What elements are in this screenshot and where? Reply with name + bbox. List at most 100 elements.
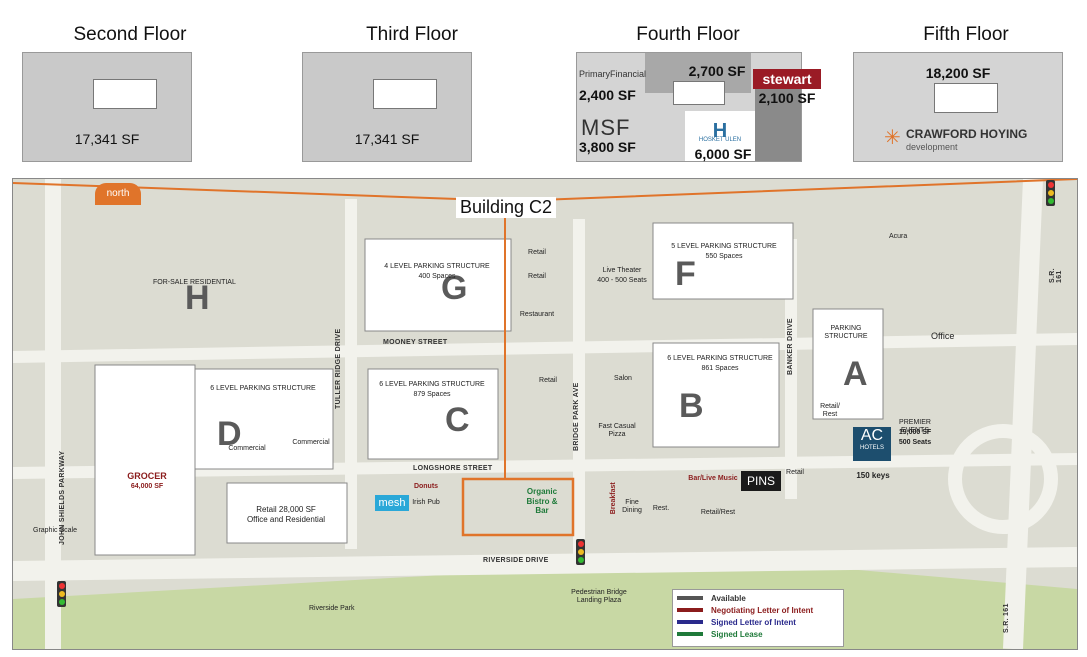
block-h[interactable]: H bbox=[185, 279, 210, 317]
commercial-label-1: Commercial bbox=[228, 445, 266, 452]
events-seats-label: 500 Seats bbox=[898, 439, 932, 446]
legend-label: Signed Letter of Intent bbox=[711, 617, 796, 627]
block-f[interactable]: F bbox=[675, 255, 696, 293]
block-a[interactable]: A bbox=[843, 355, 868, 393]
mooney-road bbox=[13, 333, 1077, 363]
legend-label: Negotiating Letter of Intent bbox=[711, 605, 814, 615]
legend-item-available: Available bbox=[677, 592, 843, 604]
floor-title-third: Third Floor bbox=[366, 24, 458, 45]
street-mooney: MOONEY STREET bbox=[383, 339, 448, 346]
organic-bistro-label: Organic Bistro & Bar bbox=[526, 487, 558, 516]
floor-plan-third[interactable]: 17,341 SF bbox=[302, 52, 472, 162]
tenant-area-hosket bbox=[685, 111, 755, 161]
street-bridge-park: BRIDGE PARK AVE bbox=[573, 382, 580, 451]
tenant-sf-primary: 2,400 SF bbox=[579, 87, 636, 103]
floor-plan-fourth[interactable]: PrimaryFinancial 2,400 SF 2,700 SF stewa… bbox=[576, 52, 821, 162]
crawford-hoying-icon: ✳ bbox=[884, 127, 901, 149]
retail-label-1: Retail bbox=[528, 249, 546, 256]
premier-events-label: PREMIER EVENTS bbox=[899, 419, 931, 435]
building-c2-title: Building C2 bbox=[456, 197, 557, 218]
keys-label: 150 keys bbox=[856, 471, 890, 480]
site-map[interactable]: north Building C2 H G F D C B A MOONEY S… bbox=[12, 178, 1078, 650]
c-parking-label: 6 LEVEL PARKING STRUCTURE bbox=[379, 381, 485, 388]
commercial-label-2: Commercial bbox=[292, 439, 330, 446]
block-g[interactable]: G bbox=[441, 269, 468, 307]
grocer-sf-label: 64,000 SF bbox=[130, 483, 164, 490]
hosket-icon: H bbox=[712, 120, 728, 142]
block-c-parking bbox=[367, 368, 499, 460]
legend-swatch bbox=[677, 632, 703, 636]
fine-dining-label: Fine Dining bbox=[622, 499, 642, 515]
graphic-scale-label: Graphic Scale bbox=[33, 527, 77, 534]
ac-hotels-logo: AC HOTELS bbox=[853, 427, 891, 461]
pedestrian-bridge-label: Pedestrian Bridge Landing Plaza bbox=[571, 589, 627, 605]
restaurant-label: Restaurant bbox=[519, 311, 555, 318]
tenant-sf-stewart: 2,100 SF bbox=[758, 90, 816, 106]
msf-logo: MSF bbox=[581, 115, 631, 140]
retail-rest-label: Retail/ Rest bbox=[820, 403, 840, 419]
traffic-light-icon bbox=[576, 539, 585, 565]
ac-hotels-name: AC bbox=[860, 427, 884, 444]
floor-title-fifth: Fifth Floor bbox=[923, 24, 1009, 45]
live-theater-label: Live Theater bbox=[602, 267, 642, 274]
theater-seats-label: 400 - 500 Seats bbox=[597, 277, 647, 284]
block-d[interactable]: D bbox=[217, 415, 242, 453]
hosket-logo: HOSKET ULEN bbox=[698, 137, 742, 143]
building-c2-outline bbox=[461, 477, 575, 537]
f-parking-label: 5 LEVEL PARKING STRUCTURE bbox=[671, 243, 777, 250]
grocer-label: GROCER bbox=[127, 471, 167, 481]
salon-label: Salon bbox=[614, 375, 632, 382]
legend-swatch bbox=[677, 620, 703, 624]
c-spaces-label: 879 Spaces bbox=[413, 391, 451, 398]
core-outline bbox=[373, 79, 437, 109]
floor-plan-second[interactable]: 17,341 SF bbox=[22, 52, 192, 162]
pins-logo: PINS bbox=[741, 471, 781, 491]
traffic-light-icon bbox=[57, 581, 66, 607]
office-residential-label: Office and Residential bbox=[246, 515, 326, 524]
retail-rest-label-2: Retail/Rest bbox=[700, 509, 736, 516]
for-sale-residential-label: FOR-SALE RESIDENTIAL bbox=[153, 279, 236, 286]
crawford-hoying-logo: CRAWFORD HOYING bbox=[906, 127, 1028, 141]
block-g-parking bbox=[364, 238, 512, 332]
core-outline bbox=[93, 79, 157, 109]
traffic-light-icon bbox=[1046, 180, 1055, 206]
tenant-sf-hosket: 6,000 SF bbox=[694, 146, 752, 162]
legend-item-signed-loi: Signed Letter of Intent bbox=[677, 616, 843, 628]
block-c[interactable]: C bbox=[445, 401, 470, 439]
ac-hotels-sub: HOTELS bbox=[859, 445, 884, 451]
floor-sf: 17,341 SF bbox=[74, 131, 140, 147]
donuts-label: Donuts bbox=[413, 483, 439, 490]
primary-financial-logo: PrimaryFinancial bbox=[579, 69, 647, 79]
g-spaces-label: 400 Spaces bbox=[418, 273, 456, 280]
legend-label: Available bbox=[711, 593, 746, 603]
block-b[interactable]: B bbox=[679, 387, 704, 425]
street-tuller: TULLER RIDGE DRIVE bbox=[335, 328, 342, 409]
retail-office-label: Retail 28,000 SF bbox=[256, 505, 316, 514]
stewart-logo: stewart bbox=[753, 69, 821, 89]
rest-label: Rest. bbox=[652, 505, 670, 512]
core-outline bbox=[934, 83, 998, 113]
core-outline bbox=[673, 81, 725, 105]
block-f-parking bbox=[652, 222, 794, 300]
tenant-sf-negotiating: 2,700 SF bbox=[688, 63, 746, 79]
block-d-parking bbox=[192, 368, 334, 470]
legend-item-negotiating: Negotiating Letter of Intent bbox=[677, 604, 843, 616]
floor-title-fourth: Fourth Floor bbox=[636, 24, 740, 45]
retail-label-2: Retail bbox=[528, 273, 546, 280]
floor-plan-fifth[interactable]: 18,200 SF ✳ CRAWFORD HOYING development bbox=[853, 52, 1063, 162]
retail-office-block bbox=[226, 482, 348, 544]
b-spaces-label: 861 Spaces bbox=[701, 365, 739, 372]
block-a-parking bbox=[812, 308, 884, 420]
retail-c-label: Retail bbox=[539, 377, 557, 384]
legend: Available Negotiating Letter of Intent S… bbox=[672, 589, 844, 647]
street-sr161-top: S.R. 161 bbox=[1049, 268, 1063, 283]
office-label: Office bbox=[931, 331, 955, 341]
retail-side-label: Retail bbox=[786, 469, 804, 476]
street-longshore: LONGSHORE STREET bbox=[413, 465, 493, 472]
north-arrow-icon: north bbox=[95, 183, 141, 205]
legend-swatch bbox=[677, 596, 703, 600]
f-spaces-label: 550 Spaces bbox=[705, 253, 743, 260]
street-riverside: RIVERSIDE DRIVE bbox=[483, 557, 549, 564]
tenant-area-stewart bbox=[755, 89, 801, 161]
street-banker: BANKER DRIVE bbox=[787, 318, 794, 375]
